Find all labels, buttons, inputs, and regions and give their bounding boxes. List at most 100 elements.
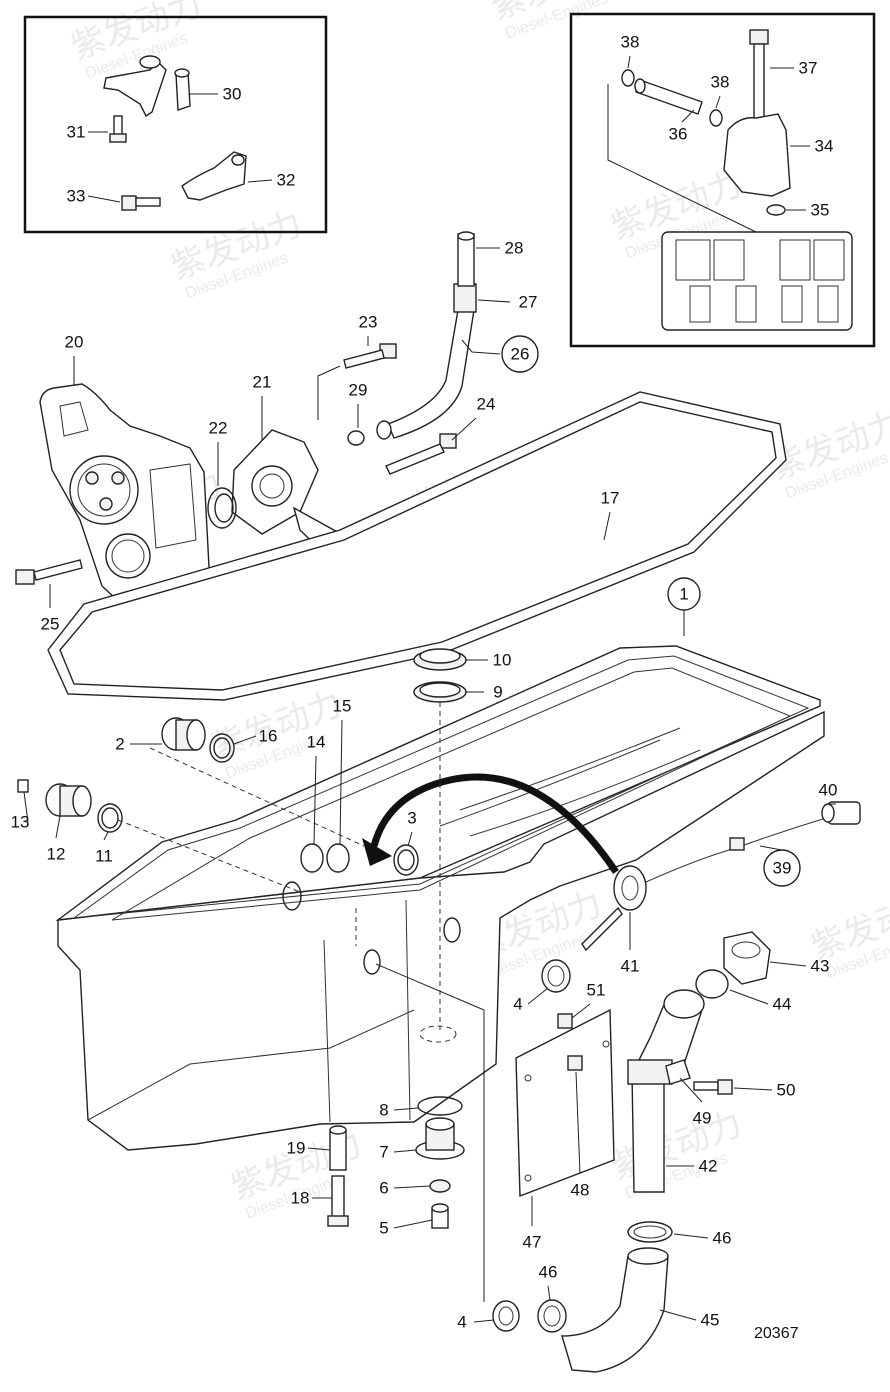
callout-40: 40 [819, 781, 838, 800]
dipstick-tube-part-26 [376, 309, 475, 440]
cylinder-head-assembly [661, 231, 853, 331]
elbow-part-42 [627, 989, 705, 1193]
callout-19: 19 [287, 1139, 306, 1158]
callout-28: 28 [505, 239, 524, 258]
callout-2: 2 [115, 735, 124, 754]
callout-50: 50 [777, 1081, 796, 1100]
clamp-part-46-lower [537, 1299, 567, 1333]
washer-part-35 [766, 204, 786, 216]
callout-12: 12 [47, 845, 66, 864]
bolt-part-25 [15, 559, 83, 585]
diagram-reference-number: 20367 [754, 1325, 799, 1342]
callout-45: 45 [701, 1311, 720, 1330]
callout-10: 10 [493, 651, 512, 670]
seal-ring-part-44 [695, 969, 729, 999]
inset-frame-cylinder-head [569, 12, 876, 348]
callout-46: 46 [539, 1263, 558, 1282]
bolt-part-23 [343, 343, 397, 369]
gasket-part-17 [47, 391, 787, 701]
seal-ring-part-14 [300, 843, 324, 873]
callout-9: 9 [493, 683, 502, 702]
washer-part-38-a [621, 69, 635, 87]
callout-51: 51 [587, 981, 606, 1000]
hose-part-32 [181, 151, 247, 201]
drain-plug-part-7 [415, 1117, 465, 1160]
sleeve-part-27 [453, 283, 477, 313]
seal-ring-part-15 [326, 843, 350, 873]
connector-part-40 [821, 801, 861, 825]
nut-part-51 [557, 1013, 573, 1029]
callout-36: 36 [669, 125, 688, 144]
callout-21: 21 [253, 373, 272, 392]
callout-13: 13 [11, 813, 30, 832]
plug-part-12 [45, 783, 92, 817]
callout-33: 33 [67, 187, 86, 206]
callout-16: 16 [259, 727, 278, 746]
callout-38: 38 [711, 73, 730, 92]
washer-part-38-b [709, 109, 723, 127]
callout-7: 7 [379, 1143, 388, 1162]
callout-30: 30 [223, 85, 242, 104]
callout-1: 1 [679, 585, 688, 604]
cap-part-43 [723, 931, 771, 985]
stud-part-19 [329, 1125, 347, 1171]
plug-part-5 [431, 1203, 449, 1229]
clamp-part-49 [665, 1059, 691, 1085]
callout-43: 43 [811, 957, 830, 976]
callout-20: 20 [65, 333, 84, 352]
callout-11: 11 [95, 847, 113, 866]
callout-27: 27 [519, 293, 538, 312]
callout-37: 37 [799, 59, 818, 78]
callout-49: 49 [693, 1109, 712, 1128]
callout-5: 5 [379, 1219, 388, 1238]
bracket-part-30 [103, 55, 191, 118]
callout-39: 39 [773, 859, 792, 878]
callout-3: 3 [407, 809, 416, 828]
callout-23: 23 [359, 313, 378, 332]
seal-ring-part-16 [209, 733, 235, 763]
callout-4: 4 [513, 995, 522, 1014]
seal-part-9 [413, 681, 467, 703]
callout-26: 26 [511, 345, 530, 364]
callout-31: 31 [67, 123, 86, 142]
bracket-part-34 [723, 113, 791, 197]
bolt-part-50 [693, 1079, 733, 1095]
assembly-arrow [370, 773, 619, 874]
callout-38: 38 [621, 33, 640, 52]
callout-29: 29 [349, 381, 368, 400]
callout-25: 25 [41, 615, 60, 634]
callout-48: 48 [571, 1181, 590, 1200]
callout-14: 14 [307, 733, 326, 752]
cable-part-39 [645, 817, 827, 883]
callout-32: 32 [277, 171, 296, 190]
callout-44: 44 [773, 995, 792, 1014]
callout-42: 42 [699, 1157, 718, 1176]
bolt-part-33 [121, 195, 161, 211]
bolt-part-31 [109, 115, 127, 143]
seal-ring-part-8 [417, 1096, 463, 1116]
seal-ring-part-4-upper [541, 959, 571, 993]
callout-4: 4 [457, 1313, 466, 1332]
bolt-part-24 [385, 433, 457, 475]
washer-part-6 [429, 1179, 451, 1193]
sensor-part-41 [581, 865, 647, 952]
plate-part-47 [515, 1008, 615, 1198]
leader-lines [23, 55, 836, 1323]
callout-8: 8 [379, 1101, 388, 1120]
callout-47: 47 [523, 1233, 542, 1252]
o-ring-part-22 [207, 487, 237, 529]
callout-46: 46 [713, 1229, 732, 1248]
assembly-arrowhead [362, 838, 392, 866]
inset-frame-crankcase-vent [23, 15, 328, 234]
bolt-part-18 [327, 1175, 349, 1227]
seal-ring-part-4-lower [492, 1300, 520, 1332]
seal-part-10 [413, 648, 467, 671]
seal-ring-part-3 [393, 844, 419, 876]
callout-6: 6 [379, 1179, 388, 1198]
tube-part-36 [634, 78, 703, 115]
oil-pump-part-20 [39, 383, 211, 613]
callout-34: 34 [815, 137, 834, 156]
